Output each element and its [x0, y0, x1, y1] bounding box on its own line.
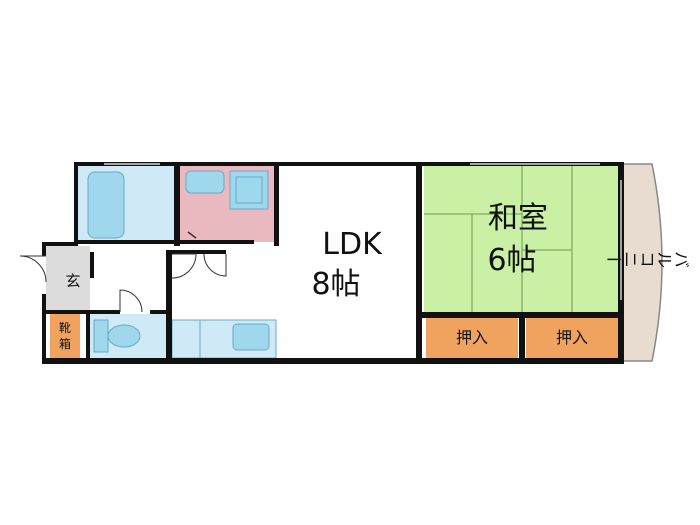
ldk-room — [278, 166, 418, 358]
closet-left-label: 押入 — [456, 328, 488, 347]
closet-right-label: 押入 — [556, 328, 588, 347]
shoe-box-label-1: 靴 — [59, 321, 71, 335]
washitsu-size-label: 6帖 — [487, 243, 536, 278]
washbasin — [185, 170, 225, 194]
entrance-label: 玄 — [65, 272, 80, 290]
closet-left — [426, 318, 518, 358]
ldk-name-label: LDK — [322, 227, 383, 262]
kitchen-sink — [232, 323, 270, 351]
washitsu-name-label: 和室 — [488, 201, 548, 236]
windows — [104, 163, 622, 300]
toilet-tank — [93, 319, 109, 353]
closet-right — [526, 318, 618, 358]
bathtub — [87, 171, 125, 239]
balcony-area — [621, 163, 663, 362]
entrance — [46, 246, 90, 312]
tatami-lines — [424, 166, 573, 314]
toilet-bowl — [107, 324, 141, 348]
door-swings — [19, 231, 227, 313]
shoe-box — [50, 314, 80, 358]
shoe-box-label-2: 箱 — [59, 336, 71, 351]
ldk-size-label: 8帖 — [311, 267, 360, 302]
balcony-label: バルコニー — [606, 247, 691, 267]
